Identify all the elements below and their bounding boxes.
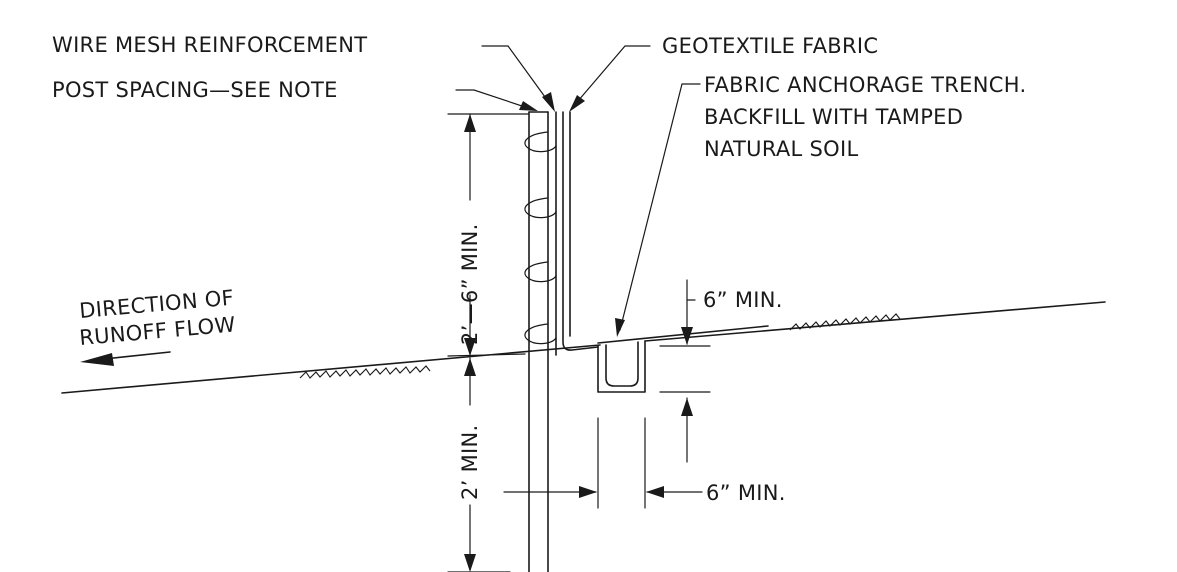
depth-below-label: 2’ MIN. [458,424,482,500]
trench-label-line3: NATURAL SOIL [704,137,858,161]
trench-label-line2: BACKFILL WITH TAMPED [704,105,963,129]
leader-anchorage-trench [615,83,701,337]
ground-hatching-right [789,313,901,331]
geotextile-fabric [562,111,599,351]
height-above-label: 2’—6” MIN. [458,223,482,345]
anchorage-trench [597,340,646,393]
leader-wire-mesh [481,45,555,112]
post-spacing-label: POST SPACING—SEE NOTE [52,78,338,102]
runoff-direction-arrow [80,351,171,366]
leader-geotextile [569,45,651,112]
dimension-trench-offset [503,417,703,509]
geotextile-label: GEOTEXTILE FABRIC [662,34,878,58]
ground-hatching-left [299,365,431,379]
leader-post-spacing [455,89,538,111]
wire-mesh-label: WIRE MESH REINFORCEMENT [52,33,367,57]
ground-surface [61,301,1106,394]
trench-offset-label: 6” MIN. [706,481,786,505]
dimension-trench-depth [659,279,711,463]
wire-ties [524,131,557,345]
fence-post [528,111,549,572]
dimension-depth-below-ground [447,357,511,572]
dimension-height-above-ground [447,113,529,357]
trench-depth-label: 6” MIN. [703,288,783,312]
trench-label-line1: FABRIC ANCHORAGE TRENCH. [704,73,1026,97]
